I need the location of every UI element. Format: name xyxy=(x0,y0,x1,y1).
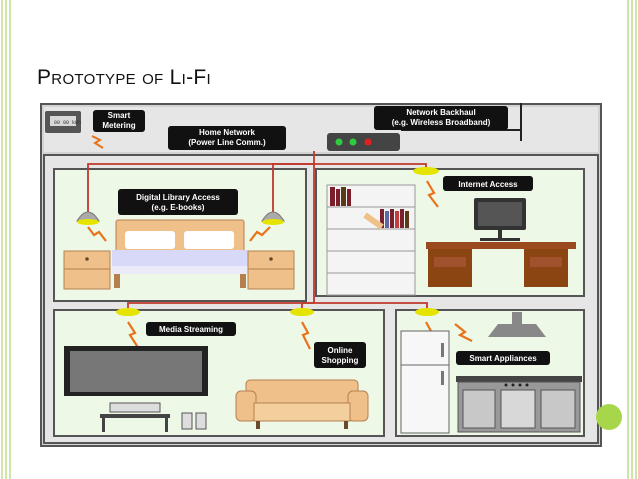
backhaul-label-1: Network Backhaul xyxy=(406,108,475,117)
ceiling-lamp-icon xyxy=(76,211,100,225)
right-stripe-decoration xyxy=(627,0,637,479)
ceiling-light-icon xyxy=(415,308,439,316)
computer-monitor-icon xyxy=(474,198,526,241)
tv-stand-icon xyxy=(100,402,170,432)
smart-meter-icon: 00 00 kWh xyxy=(45,111,81,133)
speaker-icon xyxy=(181,412,207,430)
nightstand-icon xyxy=(247,250,295,290)
power-line-wiring xyxy=(87,151,428,310)
media-streaming-label: Media Streaming xyxy=(159,325,223,334)
sofa-icon xyxy=(235,379,369,429)
antenna-icon xyxy=(520,103,522,141)
home-network-label-1: Home Network xyxy=(199,128,256,137)
bed-icon xyxy=(112,219,248,288)
backhaul-label-2: (e.g. Wireless Broadband) xyxy=(392,118,491,127)
internet-access-label: Internet Access xyxy=(458,180,518,189)
ceiling-light-icon xyxy=(413,167,439,175)
refrigerator-icon xyxy=(400,330,450,434)
bookshelf-icon xyxy=(326,184,416,296)
lifi-house-diagram: 00 00 kWh Smart Metering Home Network (P… xyxy=(40,103,602,447)
desk-icon xyxy=(426,242,576,287)
ceiling-light-icon xyxy=(116,308,140,316)
television-icon xyxy=(64,346,208,396)
router-icon xyxy=(327,133,400,151)
decorative-green-circle xyxy=(596,404,622,430)
kitchen-cabinets-icon xyxy=(456,376,582,433)
nightstand-icon xyxy=(63,250,111,290)
online-shopping-label-2: Shopping xyxy=(322,356,359,365)
svg-text:00 00 kWh: 00 00 kWh xyxy=(54,120,81,126)
ceiling-light-icon xyxy=(290,308,314,316)
smart-metering-label-1: Smart xyxy=(108,111,131,120)
left-stripe-decoration xyxy=(1,0,11,479)
ceiling-lamp-icon xyxy=(261,211,285,225)
home-network-label-2: (Power Line Comm.) xyxy=(188,138,266,147)
online-shopping-label-1: Online xyxy=(328,346,353,355)
digital-library-label-1: Digital Library Access xyxy=(136,193,220,202)
digital-library-label-2: (e.g. E-books) xyxy=(152,203,205,212)
smart-metering-label-2: Metering xyxy=(102,121,135,130)
range-hood-icon xyxy=(488,312,546,337)
slide-title: Prototype of Li-Fi xyxy=(37,66,211,89)
smart-appliances-label: Smart Appliances xyxy=(469,354,537,363)
